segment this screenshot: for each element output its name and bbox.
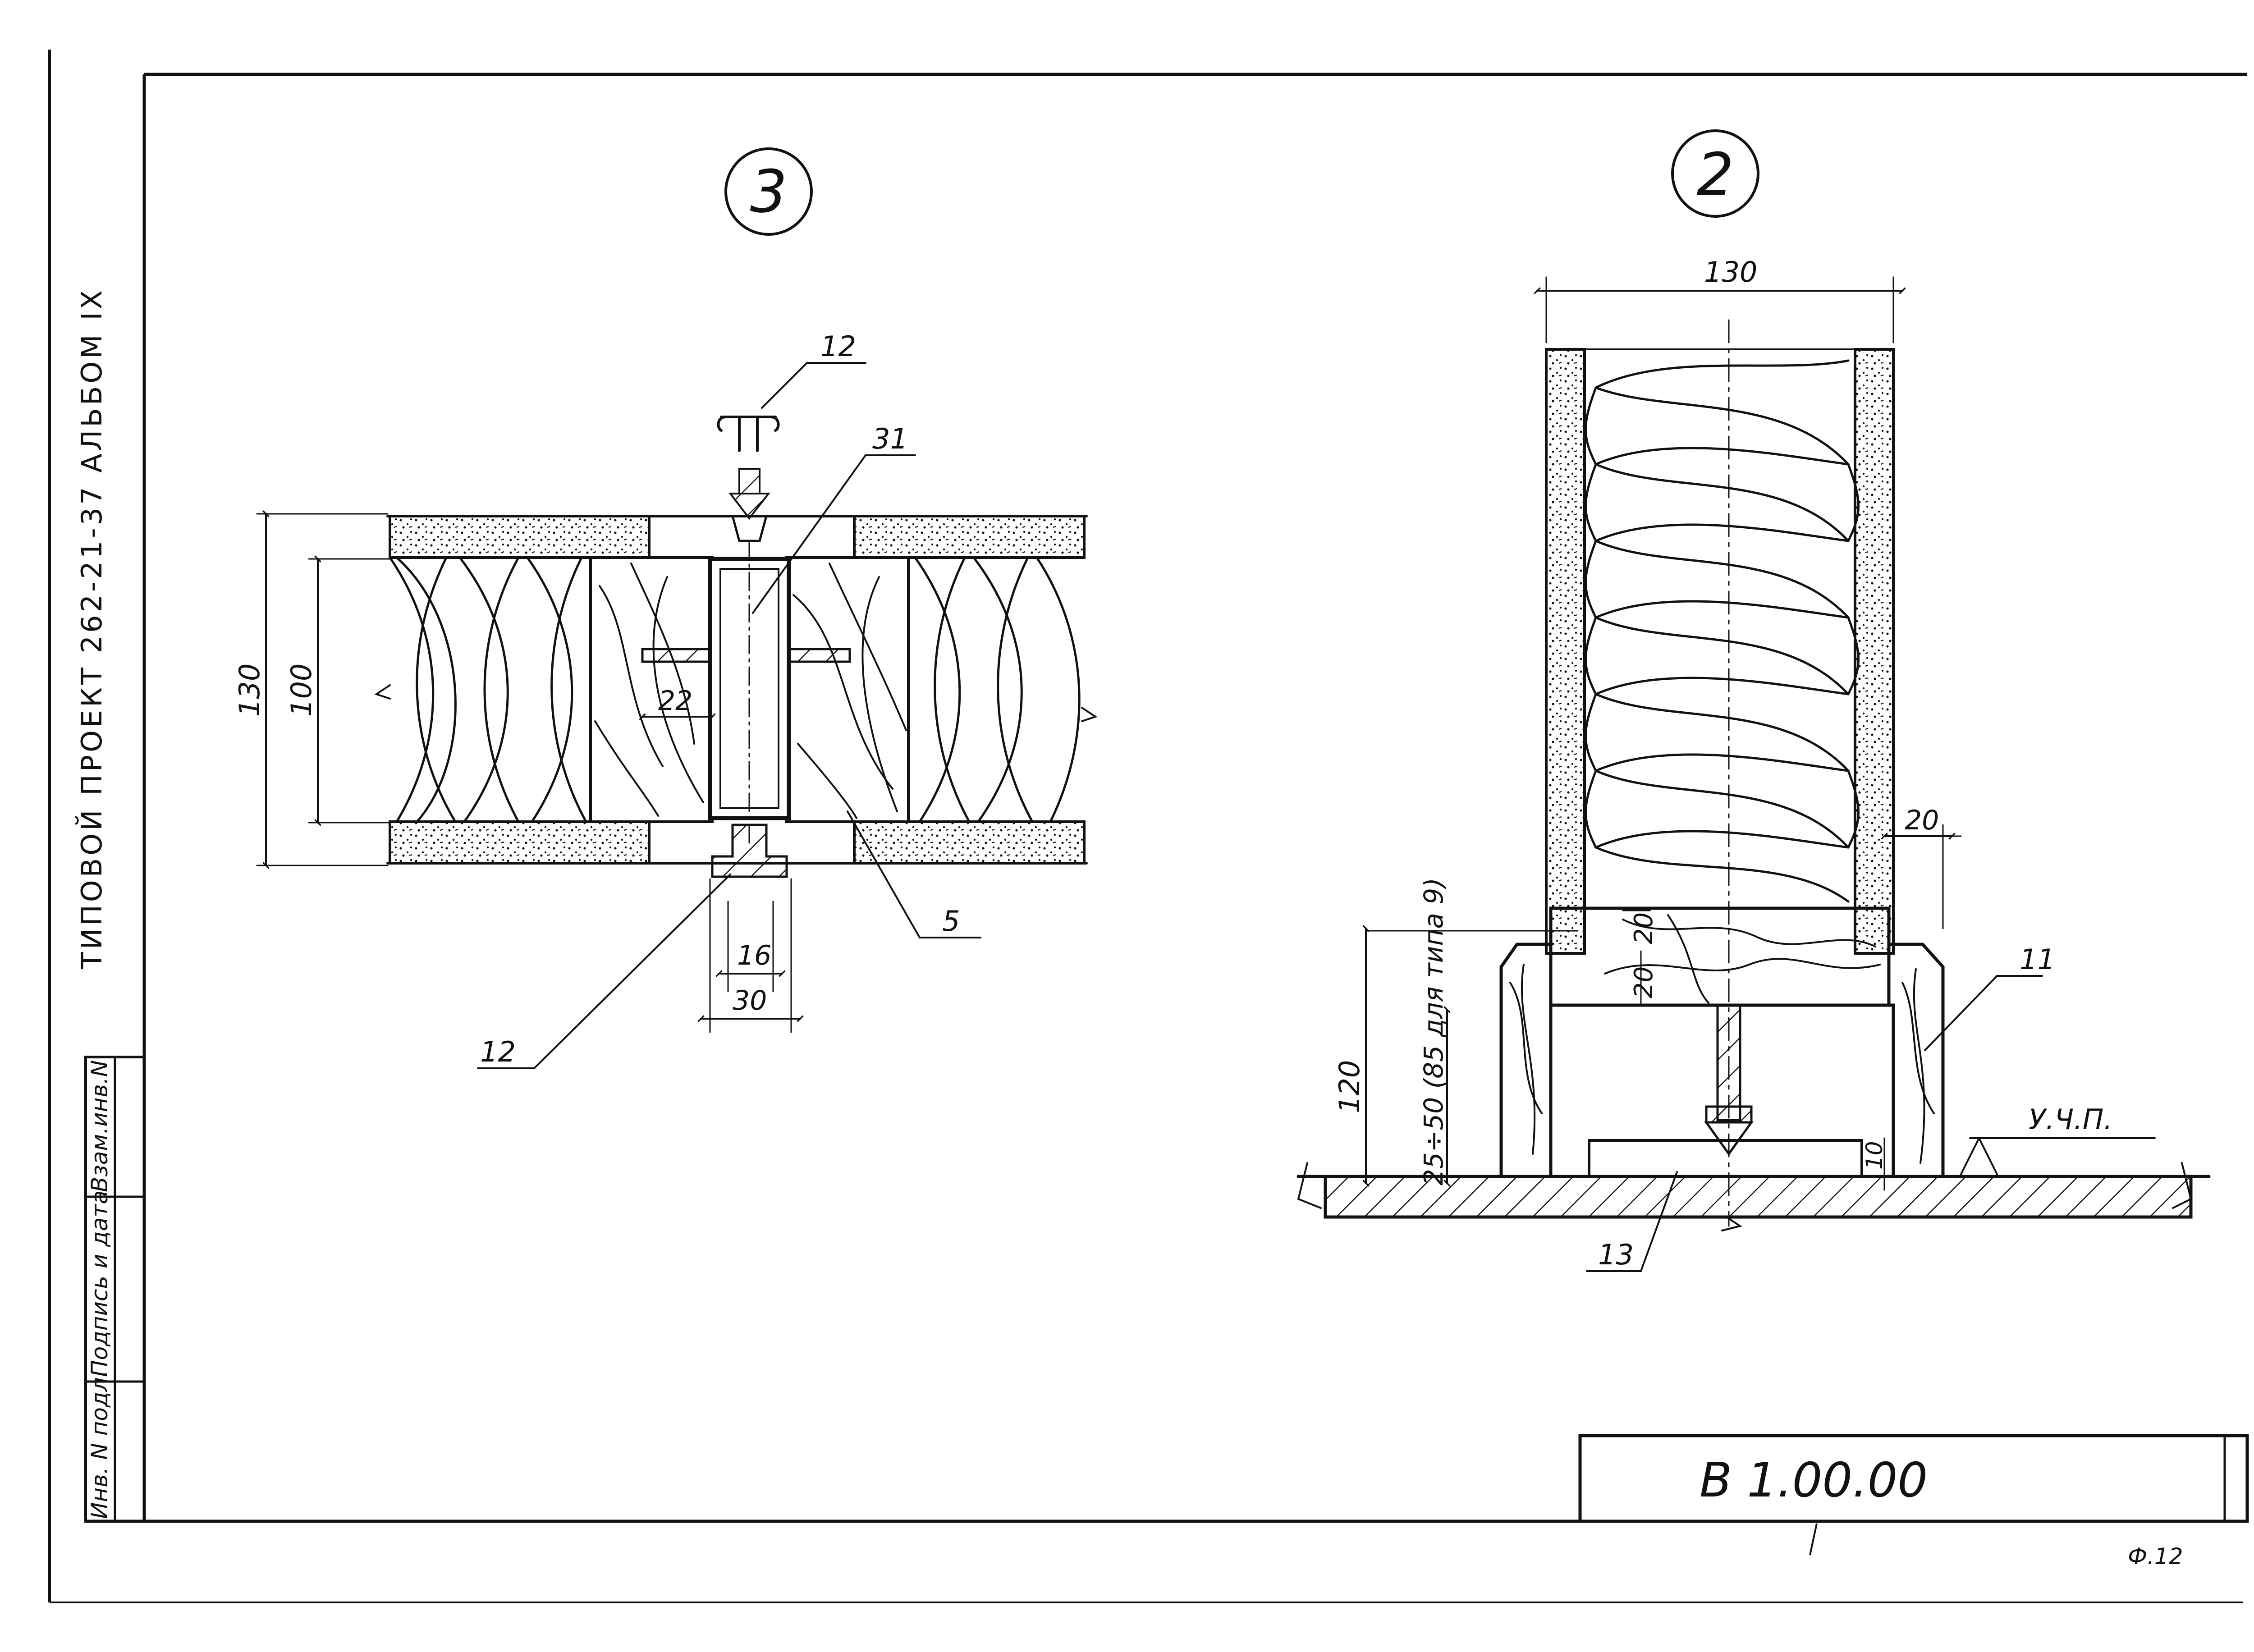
callout-skirting: 11 — [2020, 943, 2055, 976]
dim-bar-h: 20 — [1629, 966, 1658, 998]
detail-2-screw — [1716, 1004, 1741, 1121]
detail-2: 2 130 — [1297, 129, 2211, 1272]
callout-pad: 13 — [1598, 1238, 1634, 1271]
detail-2-callouts: 11 13 — [1586, 943, 2055, 1272]
detail-2-pad — [1588, 1139, 1863, 1178]
drawing-designation: В 1.00.00 — [1700, 1453, 1928, 1508]
detail-2-skin-left — [1545, 348, 1586, 955]
stamp-col2: Подпись и дата — [87, 1190, 113, 1377]
detail-3-bar-right — [785, 556, 910, 823]
project-title: ТИПОВОЙ ПРОЕКТ 262-21-37 АЛЬБОМ IX — [75, 288, 108, 970]
dim-width: 130 — [1704, 256, 1757, 288]
detail-2-floor — [1324, 1175, 2193, 1219]
detail-3-callouts: 12 31 12 5 — [477, 330, 981, 1069]
title-block: В 1.00.00 — [1578, 1434, 2249, 1556]
detail-3-insulation-left — [389, 556, 592, 823]
dim-gap-outer: 30 — [733, 985, 767, 1016]
dim-gap: 10 — [1861, 1141, 1887, 1170]
left-stamp: Инв. N подл. Подпись и дата Взам.инв.N — [84, 1056, 146, 1523]
dim-overall: 130 — [233, 664, 266, 717]
floor-level-mark: У.Ч.П. — [1960, 1103, 2156, 1175]
stamp-col1: Инв. N подл. — [87, 1370, 113, 1519]
stamp-col3: Взам.инв.N — [87, 1060, 113, 1192]
dim-skin: 20 — [1905, 805, 1939, 836]
floor-level-label: У.Ч.П. — [2029, 1103, 2112, 1136]
format-label: Ф.12 — [2128, 1543, 2183, 1570]
callout-bottom-profile: 12 — [480, 1035, 516, 1068]
callout-top-profile: 12 — [820, 330, 856, 363]
detail-3-skins — [386, 515, 1088, 865]
dim-gap-inner: 16 — [737, 940, 771, 971]
detail-3-marker — [724, 147, 813, 236]
dim-adjust: 25÷50 (85 для типа 9) — [1418, 878, 1449, 1185]
detail-2-bottom-bar — [1549, 906, 1891, 1007]
detail-3-dimensions: 130 100 22 16 30 — [233, 510, 804, 1033]
detail-3-bar-left — [589, 556, 714, 823]
detail-2-insulation — [1585, 359, 1860, 903]
detail-2-marker — [1671, 129, 1759, 218]
detail-2-skin-right — [1854, 348, 1895, 955]
detail-2-number: 2 — [1697, 140, 1734, 209]
detail-3-number: 3 — [750, 157, 788, 226]
detail-3: 3 — [233, 147, 1098, 1069]
detail-3-insulation-right — [907, 556, 1081, 823]
sheet-frame — [48, 50, 2247, 1603]
detail-2-dimensions: 20 120 25÷50 (85 для типа 9) 20 20 10 — [1333, 805, 1962, 1191]
dim-bar-w: 20 — [1629, 912, 1658, 944]
dim-inner: 100 — [285, 664, 318, 717]
dim-height: 120 — [1333, 1060, 1366, 1113]
callout-insert: 31 — [872, 422, 908, 455]
callout-bar: 5 — [942, 905, 960, 938]
detail-3-bottom-profile — [711, 824, 788, 878]
dim-pin: 22 — [658, 685, 692, 717]
detail-2-skirting-left — [1499, 943, 1553, 1178]
